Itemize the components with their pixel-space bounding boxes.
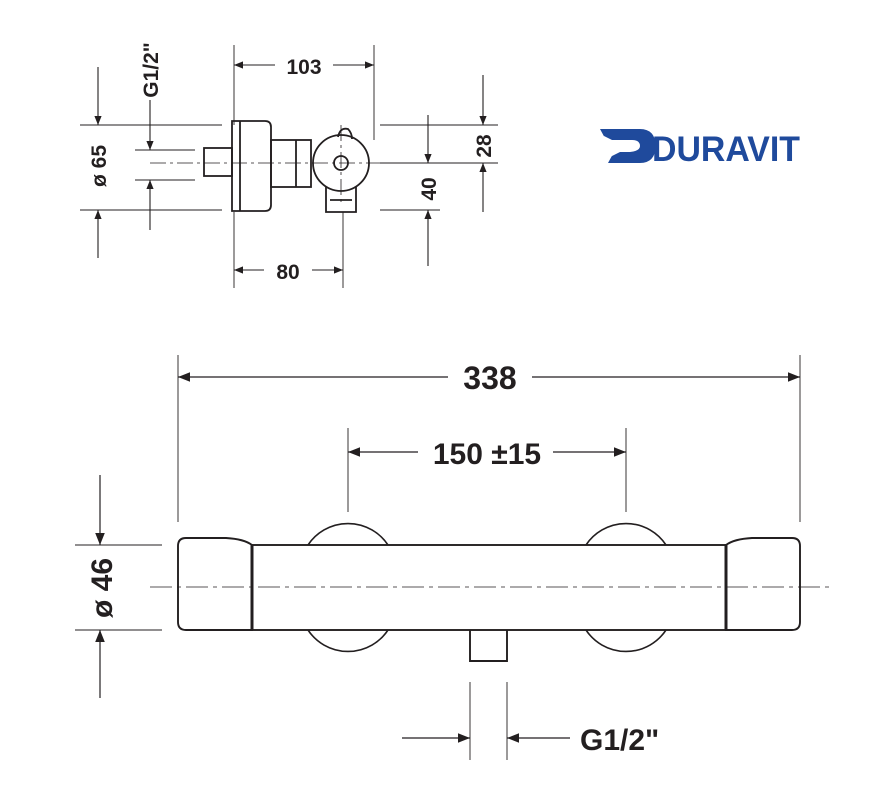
side-dim-80: 80 [276,261,299,284]
side-dim-40: 40 [418,177,441,200]
side-extension-lines [80,45,498,288]
front-eccentrics [307,522,667,653]
side-dim-thread: G1/2" [140,42,163,97]
side-spindle [203,147,233,177]
side-top-nub [337,127,353,140]
side-dim-103: 103 [286,56,321,79]
side-view [80,45,498,288]
duravit-logo-mark [600,129,656,163]
front-dim-diameter: ø 46 [86,558,119,618]
side-dim-diameter: ø 65 [88,145,111,187]
front-dimension-lines [95,372,800,743]
handle-right [725,537,801,631]
front-extension-lines [75,355,801,760]
body-tube [251,544,727,631]
brand-name: DURAVIT [652,130,800,169]
eccentric-left-top [307,522,389,546]
side-valve-body [203,120,370,213]
side-centerlines [150,125,380,205]
side-dim-28: 28 [473,134,496,158]
side-dimension-lines [94,61,487,274]
eccentric-left-bottom [307,629,389,653]
outlet-nipple [469,630,508,662]
side-rosette [231,120,272,212]
front-thermostat-body [177,537,801,662]
front-dim-thread: G1/2" [580,724,659,757]
handle-left [177,537,253,631]
eccentric-right-top [585,522,667,546]
side-outlet [325,187,357,213]
eccentric-right-bottom [585,629,667,653]
front-dim-150: 150 ±15 [433,438,541,471]
duravit-logo: DURAVIT [600,129,800,169]
front-view [75,355,830,760]
front-dim-338: 338 [463,360,516,396]
side-connector [270,139,312,188]
